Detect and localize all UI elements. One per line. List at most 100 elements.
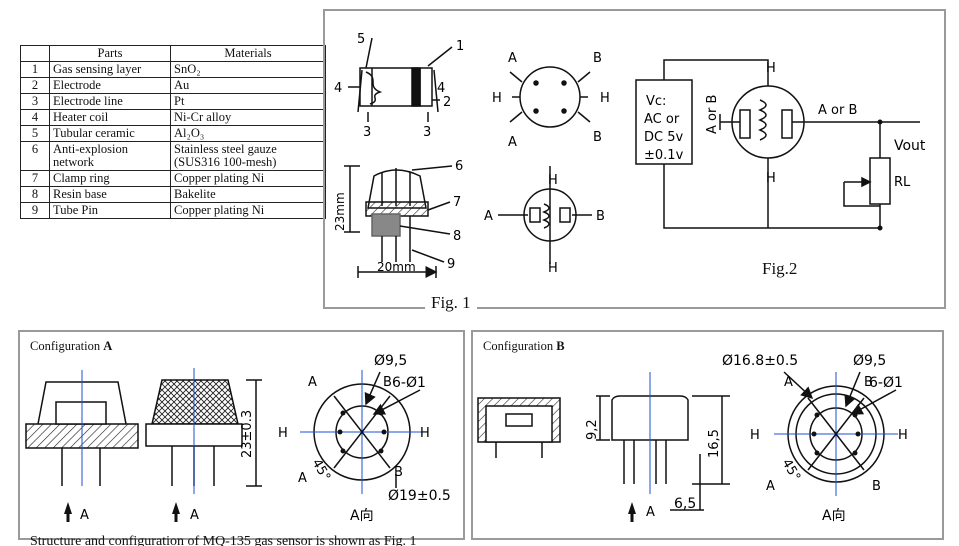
pin-label-b-side: B (596, 209, 605, 224)
pin-label-a-bottom: A (508, 135, 517, 150)
pin-label-h-left: H (492, 91, 502, 106)
config-b-dia-small: Ø9,5 (853, 353, 886, 369)
a-or-b-left-label: A or B (705, 95, 720, 134)
row-material: Al₂O₃ (170, 125, 326, 142)
config-a-mesh-view (145, 368, 262, 494)
source-line-1: Vc: (646, 94, 666, 109)
pin-label-h-lower: H (548, 261, 558, 276)
config-a-holes: 6-Ø1 (392, 375, 426, 391)
config-a-dia-large: Ø19±0.5 (388, 488, 451, 504)
view-arrow-icon (172, 502, 180, 514)
callout-9: 9 (447, 257, 455, 272)
heater-h-bottom: H (766, 171, 776, 186)
fig1-caption: Fig. 1 (425, 293, 477, 313)
row-part: Heater coil (49, 109, 171, 126)
sensor-body-drawing (344, 165, 453, 278)
config-a-top-view (300, 370, 424, 494)
pin-label-a-top: A (508, 51, 517, 66)
config-a-view-label: A向 (350, 508, 374, 524)
a-or-b-right-label: A or B (818, 103, 857, 118)
config-b-pin-length: 6,5 (674, 496, 696, 512)
callout-4a: 4 (334, 81, 342, 96)
callout-1: 1 (456, 39, 464, 54)
config-b-view-a-label: A (646, 505, 655, 520)
config-b-pin-a-bottom: A (766, 479, 775, 494)
config-a-view-a-label-1: A (80, 508, 89, 523)
pin-bottom-view-drawing (498, 166, 592, 264)
config-b-pin-a-top: A (784, 375, 793, 390)
callout-8: 8 (453, 229, 461, 244)
page-caption: Structure and configuration of MQ-135 ga… (30, 534, 417, 546)
callout-3a: 3 (363, 125, 371, 140)
callout-2: 2 (443, 95, 451, 110)
config-b-side-view (596, 372, 730, 511)
callout-5: 5 (357, 32, 365, 47)
pin-label-a-side: A (484, 209, 493, 224)
config-a-pin-a-bottom: A (298, 471, 307, 486)
config-b-holes: 6-Ø1 (869, 375, 903, 391)
dim-height-23mm: 23mm (333, 192, 347, 231)
config-b-title: Configuration B (483, 339, 565, 354)
config-a-pin-b-bottom: B (394, 465, 403, 480)
config-b-pin-b-top: B (864, 375, 873, 390)
row-num: 6 (20, 141, 50, 171)
junction-dot (877, 119, 883, 125)
pin-layout-drawing (509, 66, 591, 128)
pin-label-b-bottom: B (593, 130, 602, 145)
junction-dot (877, 225, 883, 231)
pin-label-h-right: H (600, 91, 610, 106)
config-a-height: 23±0.3 (240, 410, 255, 458)
config-a-pin-a-top: A (308, 375, 317, 390)
config-b-pin-holes (811, 412, 861, 456)
config-b-height-total: 16,5 (707, 429, 722, 458)
test-circuit-drawing (635, 59, 920, 229)
heater-h-top: H (766, 61, 776, 76)
callout-6: 6 (455, 159, 463, 174)
row-part: Resin base (49, 186, 171, 203)
rl-label: RL (894, 175, 911, 190)
row-part: Anti-explosion network (49, 141, 171, 171)
pin-label-h-upper: H (548, 173, 558, 188)
source-line-2: AC or (644, 112, 680, 127)
row-part: Tubular ceramic (49, 125, 171, 142)
config-a-angle: 45° (309, 457, 334, 484)
config-b-title-prefix: Configuration (483, 339, 557, 353)
config-a-pin-h-left: H (278, 426, 288, 441)
config-a-frame (18, 330, 465, 540)
config-a-title-letter: A (103, 339, 113, 353)
config-b-frame (471, 330, 944, 540)
fig1-fig2-frame (323, 9, 946, 309)
config-b-height-body: 9,2 (585, 419, 600, 440)
vout-label: Vout (894, 138, 926, 154)
callout-3b: 3 (423, 125, 431, 140)
source-line-4: ±0.1v (644, 148, 684, 163)
config-b-angle: 45° (779, 457, 804, 484)
config-b-view-label: A向 (822, 508, 846, 524)
config-b-dia-outer: Ø16.8±0.5 (722, 353, 798, 369)
row-material: Copper plating Ni (170, 202, 326, 219)
config-a-pin-h-right: H (420, 426, 430, 441)
dim-width-20mm: 20mm (377, 260, 416, 274)
config-a-pin-b-top: B (383, 375, 392, 390)
config-b-title-letter: B (556, 339, 565, 353)
row-material: Ni-Cr alloy (170, 109, 326, 126)
config-b-pin-b-bottom: B (872, 479, 881, 494)
config-a-section-view (25, 370, 139, 486)
callout-4b: 4 (437, 81, 445, 96)
config-a-dia-small: Ø9,5 (374, 353, 407, 369)
config-a-view-a-label-2: A (190, 508, 199, 523)
config-a-title-prefix: Configuration (30, 339, 104, 353)
view-arrow-icon (64, 502, 72, 514)
config-b-pin-h-left: H (750, 428, 760, 443)
config-a-pin-holes (337, 410, 387, 454)
callout-7: 7 (453, 195, 461, 210)
config-b-pin-h-right: H (898, 428, 908, 443)
fig2-caption: Fig.2 (762, 259, 798, 278)
sensing-element-drawing (348, 37, 453, 122)
